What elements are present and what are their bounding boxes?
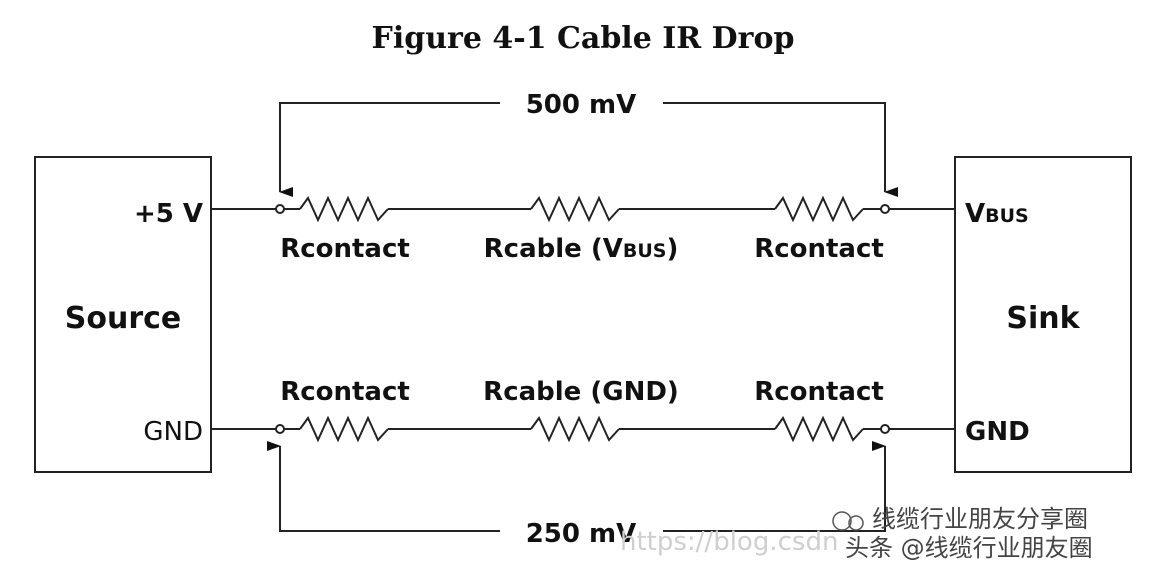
bottom-drop-label: 250 mV: [526, 519, 637, 549]
source-gnd-label: GND: [143, 417, 203, 447]
label-top-rcable: Rcable (VBUS): [484, 234, 679, 264]
watermark-line-2: 头条 @线缆行业朋友圈: [845, 534, 1093, 562]
label-top-rcontact-left: Rcontact: [280, 234, 410, 264]
source-vplus-label: +5 V: [134, 199, 203, 229]
bottom-drop-arrow: [267, 441, 886, 532]
source-label: Source: [65, 301, 182, 336]
label-bottom-rcontact-left: Rcontact: [280, 377, 410, 407]
watermark-faint-url: https://blog.csdn: [620, 527, 838, 557]
sink-vbus-label: VBUS: [965, 199, 1029, 229]
node-top-left: [275, 204, 285, 214]
vbus-wire: [211, 195, 955, 223]
resistor-bottom-1: [299, 415, 389, 443]
sink-box: [954, 156, 1132, 473]
resistor-top-2: [530, 195, 620, 223]
top-drop-arrow: [279, 102, 898, 197]
label-bottom-rcable: Rcable (GND): [483, 377, 679, 407]
watermark-logo-icon: [832, 511, 864, 531]
label-bottom-rcontact-right: Rcontact: [754, 377, 884, 407]
watermark-line-1: 线缆行业朋友分享圈: [872, 505, 1088, 533]
node-bottom-left: [275, 424, 285, 434]
gnd-wire: [211, 415, 955, 443]
node-top-right: [880, 204, 890, 214]
resistor-bottom-2: [530, 415, 620, 443]
sink-label: Sink: [1006, 301, 1080, 336]
resistor-bottom-3: [774, 415, 864, 443]
source-box: [34, 156, 212, 473]
sink-gnd-label: GND: [965, 417, 1030, 447]
node-bottom-right: [880, 424, 890, 434]
label-top-rcontact-right: Rcontact: [754, 234, 884, 264]
figure-title: Figure 4-1 Cable IR Drop: [372, 21, 795, 56]
resistor-top-3: [774, 195, 864, 223]
top-drop-label: 500 mV: [526, 90, 637, 120]
resistor-top-1: [299, 195, 389, 223]
